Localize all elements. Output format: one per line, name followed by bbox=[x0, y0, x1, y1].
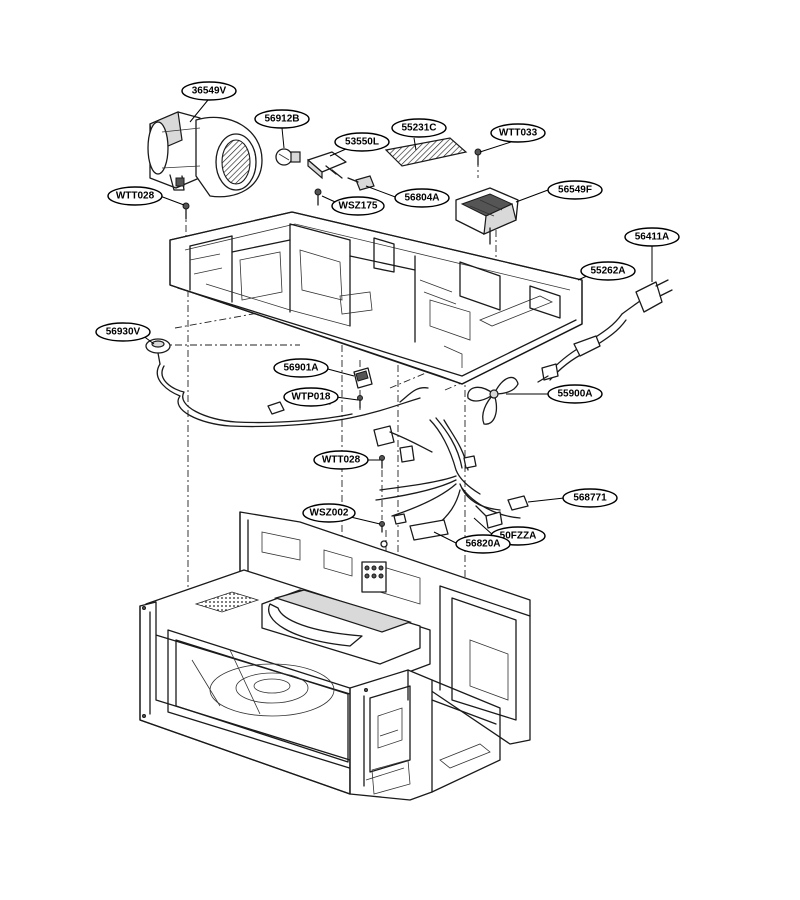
oven-cavity-frame bbox=[139, 511, 531, 801]
svg-text:36549V: 36549V bbox=[192, 86, 227, 97]
svg-text:56804A: 56804A bbox=[404, 193, 439, 204]
label-wtt028-top: WTT028 bbox=[107, 186, 163, 206]
fan-motor-56549f bbox=[455, 187, 519, 245]
svg-text:WTP018: WTP018 bbox=[292, 392, 331, 403]
screw-wsz175 bbox=[314, 188, 322, 206]
lamp-bulb-56912b bbox=[275, 148, 301, 166]
label-56901a: 56901A bbox=[273, 358, 329, 378]
label-wsz175: WSZ175 bbox=[331, 196, 385, 216]
label-568771: 568771 bbox=[562, 488, 618, 508]
label-55262a: 55262A bbox=[580, 261, 636, 281]
screw-wtt033 bbox=[474, 148, 482, 166]
svg-text:WSZ002: WSZ002 bbox=[310, 508, 349, 519]
svg-text:55900A: 55900A bbox=[557, 389, 592, 400]
screw-wtt028-mid bbox=[379, 455, 385, 469]
label-wtp018: WTP018 bbox=[283, 387, 339, 407]
relay-block bbox=[373, 425, 433, 463]
svg-text:55262A: 55262A bbox=[590, 266, 625, 277]
callout-labels: 36549V 56912B 55231C 53550L WTT033 WTT02… bbox=[95, 81, 680, 554]
connector-56804a bbox=[347, 175, 375, 191]
label-56804a: 56804A bbox=[394, 188, 450, 208]
blower-motor-36549v bbox=[147, 111, 263, 198]
label-wsz002: WSZ002 bbox=[302, 503, 356, 523]
thermostat-56930v bbox=[145, 338, 171, 365]
svg-text:WTT033: WTT033 bbox=[499, 128, 538, 139]
label-56820a: 56820A bbox=[455, 534, 511, 554]
label-55900a: 55900A bbox=[547, 384, 603, 404]
label-36549v: 36549V bbox=[181, 81, 237, 101]
label-56549f: 56549F bbox=[547, 180, 603, 200]
switch-56901a bbox=[353, 367, 373, 389]
svg-text:56411A: 56411A bbox=[635, 232, 669, 243]
lamp-socket-53550l bbox=[307, 151, 347, 180]
screw-wtp018 bbox=[357, 395, 363, 409]
label-56411a: 56411A bbox=[624, 227, 680, 247]
power-cord-56411a bbox=[537, 279, 673, 383]
svg-text:56930V: 56930V bbox=[106, 327, 141, 338]
label-wtt033: WTT033 bbox=[490, 123, 546, 143]
svg-text:WSZ175: WSZ175 bbox=[339, 201, 378, 212]
label-55231c: 55231C bbox=[391, 118, 447, 138]
fan-blade-55900a bbox=[467, 376, 519, 425]
svg-text:56901A: 56901A bbox=[283, 363, 318, 374]
svg-text:WTT028: WTT028 bbox=[322, 455, 361, 466]
main-harness-568771 bbox=[375, 417, 529, 541]
svg-text:53550L: 53550L bbox=[345, 137, 379, 148]
svg-text:50FZZA: 50FZZA bbox=[500, 531, 537, 542]
svg-text:568771: 568771 bbox=[573, 493, 607, 504]
label-56912b: 56912B bbox=[254, 109, 310, 129]
svg-text:56820A: 56820A bbox=[465, 539, 500, 550]
filter-55231c bbox=[384, 137, 468, 167]
label-53550l: 53550L bbox=[334, 132, 390, 152]
base-plate-55262a bbox=[169, 211, 583, 385]
svg-text:56912B: 56912B bbox=[264, 114, 299, 125]
screw-wtt028-top bbox=[182, 202, 190, 220]
label-wtt028-mid: WTT028 bbox=[313, 450, 369, 470]
svg-text:56549F: 56549F bbox=[558, 185, 592, 196]
label-56930v: 56930V bbox=[95, 322, 151, 342]
svg-text:WTT028: WTT028 bbox=[116, 191, 155, 202]
svg-text:55231C: 55231C bbox=[401, 123, 436, 134]
